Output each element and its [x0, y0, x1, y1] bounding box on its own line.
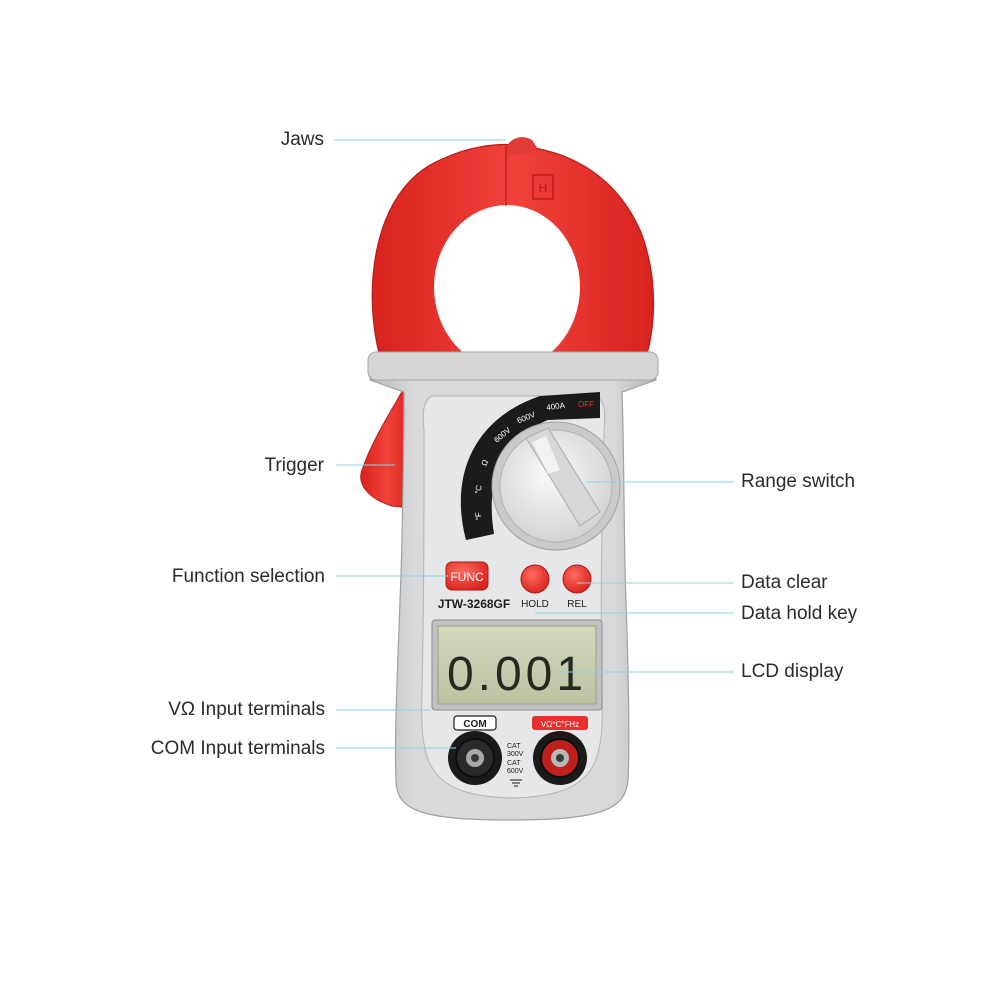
lcd-display: 0.001: [431, 619, 603, 711]
label-jaws: Jaws: [280, 129, 324, 150]
label-vohm-input: VΩ Input terminals: [168, 699, 325, 720]
com-label-text: COM: [463, 719, 486, 730]
jaw-mark-text: H: [539, 181, 548, 195]
com-input-terminal[interactable]: [448, 731, 502, 785]
body-collar: [367, 351, 659, 381]
cat-rating: CAT 300V CAT 600V: [507, 743, 524, 787]
func-button-label: FUNC: [450, 570, 484, 584]
label-trigger: Trigger: [264, 455, 324, 476]
range-switch-knob[interactable]: [491, 421, 621, 551]
vohm-input-terminal[interactable]: [533, 731, 587, 785]
vohm-label-text: VΩ°C°FHz: [541, 720, 579, 729]
label-lcd-display: LCD display: [741, 661, 844, 682]
label-function-selection: Function selection: [171, 566, 325, 587]
hold-button-label: HOLD: [521, 599, 549, 610]
cat-line-1: CAT: [507, 743, 521, 750]
dial-scale-band: [460, 392, 600, 540]
cat-line-2: 300V: [507, 751, 524, 758]
label-com-input: COM Input terminals: [150, 738, 325, 759]
vohm-label-tag: VΩ°C°FHz: [532, 716, 588, 730]
rel-button-label: REL: [567, 599, 587, 610]
com-label-tag: COM: [453, 715, 497, 731]
label-data-hold-key: Data hold key: [741, 603, 858, 624]
dial-mark-0: OFF: [578, 400, 594, 409]
label-range-switch: Range switch: [741, 471, 856, 492]
lcd-reading: 0.001: [447, 648, 587, 701]
dial-mark-1: 400A: [546, 401, 566, 413]
label-data-clear: Data clear: [741, 572, 828, 593]
model-label: JTW-3268GF: [438, 597, 510, 611]
hold-button[interactable]: HOLD: [520, 564, 550, 610]
func-button[interactable]: FUNC: [445, 561, 489, 591]
jaws[interactable]: H: [371, 137, 655, 373]
cat-line-4: 600V: [507, 768, 524, 775]
callout-lines: [334, 139, 734, 749]
cat-line-3: CAT: [507, 760, 521, 767]
dial-mark-5: °C: [473, 484, 483, 495]
trigger[interactable]: [360, 387, 413, 509]
rel-button[interactable]: REL: [562, 564, 592, 610]
dial-mark-4: Ω: [479, 458, 490, 468]
dial-mark-6: °F: [474, 512, 484, 521]
